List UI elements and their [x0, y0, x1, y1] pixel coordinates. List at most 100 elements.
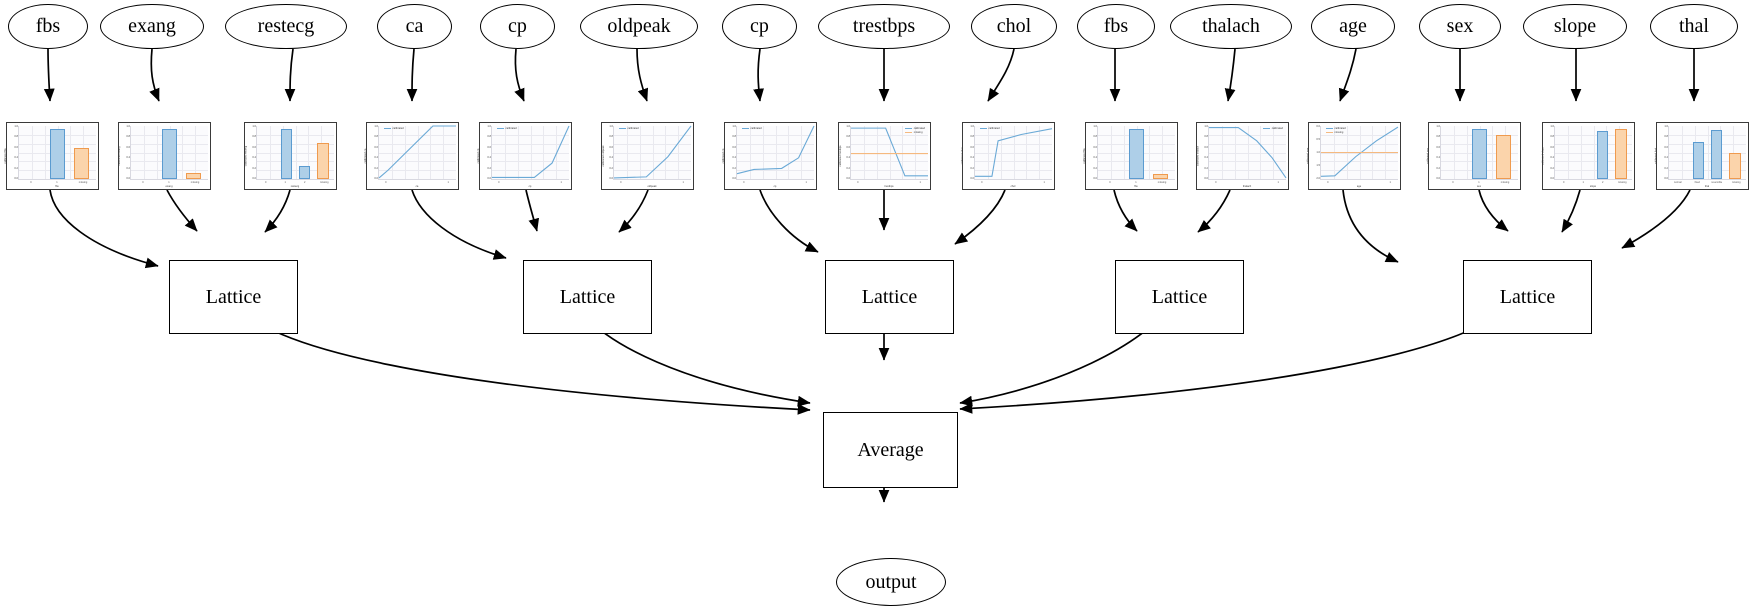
lattice-node-0[interactable]: Lattice	[169, 260, 298, 334]
input-node-thal[interactable]: thal	[1650, 4, 1738, 49]
legend-entry: calibrated	[905, 127, 925, 130]
input-node-fbs[interactable]: fbs	[8, 4, 88, 49]
input-node-cp-1[interactable]: cp	[480, 4, 555, 49]
chart-legend: calibrated	[619, 127, 639, 130]
lattice-node-4[interactable]: Lattice	[1463, 260, 1592, 334]
input-node-slope[interactable]: slope	[1523, 4, 1627, 49]
bar-series	[1100, 126, 1173, 179]
edges-calibrator-to-lattice	[49, 189, 1691, 269]
gridline-vertical	[404, 126, 406, 179]
gridline-vertical	[156, 126, 158, 179]
legend-entry: calibrated	[619, 127, 639, 130]
gridline-vertical	[876, 126, 878, 179]
y-axis-label: calibrated chol	[960, 147, 964, 165]
legend-label: calibrated	[1334, 127, 1346, 130]
gridline-vertical	[1681, 126, 1683, 179]
legend-entry: calibrated	[1263, 127, 1283, 130]
plot-area	[378, 126, 456, 180]
legend-label: calibrated	[913, 127, 925, 130]
input-node-trestbps[interactable]: trestbps	[818, 4, 950, 49]
lattice-node-2[interactable]: Lattice	[825, 260, 954, 334]
lattice-label: Lattice	[861, 285, 918, 308]
input-node-thalach[interactable]: thalach	[1170, 4, 1292, 49]
y-axis-label: calibrated ca	[363, 148, 367, 164]
plot-area	[130, 126, 208, 180]
average-node[interactable]: Average	[823, 412, 958, 488]
lattice-label: Lattice	[205, 285, 262, 308]
lattice-node-3[interactable]: Lattice	[1115, 260, 1244, 334]
gridline-vertical	[749, 126, 751, 179]
x-axis-label: cp	[528, 184, 532, 188]
bar-slot	[1726, 126, 1744, 179]
bar-series	[133, 126, 206, 179]
bar-series	[1557, 126, 1630, 179]
plot-area	[736, 126, 814, 180]
bar-slot	[1671, 126, 1689, 179]
gridline-vertical	[1492, 126, 1494, 179]
plot-area	[1320, 126, 1398, 180]
gridline-vertical	[863, 126, 865, 179]
plot-area	[1097, 126, 1175, 180]
gridline-vertical	[1580, 126, 1582, 179]
gridline-vertical	[889, 126, 891, 179]
bar-slot	[277, 126, 295, 179]
legend-swatch	[905, 132, 913, 133]
line-series	[851, 126, 928, 179]
gridline-vertical	[1013, 126, 1015, 179]
input-node-cp-2[interactable]: cp	[722, 4, 797, 49]
input-node-sex[interactable]: sex	[1419, 4, 1501, 49]
input-node-ca[interactable]: ca	[377, 4, 452, 49]
legend-label: calibrated	[627, 127, 639, 130]
input-node-label: exang	[128, 15, 176, 37]
lattice-label: Lattice	[1499, 285, 1556, 308]
bar	[161, 129, 178, 179]
line-path	[379, 126, 456, 178]
input-node-exang[interactable]: exang	[100, 4, 204, 49]
line-series	[1321, 126, 1398, 179]
plot-area	[1440, 126, 1518, 180]
legend-swatch	[905, 128, 913, 129]
input-node-oldpeak[interactable]: oldpeak	[580, 4, 698, 49]
gridline-vertical	[443, 126, 445, 179]
x-axis-label: sex	[1476, 184, 1482, 188]
y-axis-label: calibrated exang	[118, 146, 122, 166]
input-node-chol[interactable]: chol	[971, 4, 1057, 49]
input-node-label: slope	[1553, 15, 1597, 37]
input-node-restecg[interactable]: restecg	[225, 4, 347, 49]
plot-area	[850, 126, 928, 180]
plot-area	[1208, 126, 1286, 180]
lattice-node-1[interactable]: Lattice	[523, 260, 652, 334]
chart-legend: calibrated	[384, 127, 404, 130]
input-node-age[interactable]: age	[1311, 4, 1395, 49]
bar-slot	[1100, 126, 1124, 179]
gridline-vertical	[430, 126, 432, 179]
gridline-vertical	[44, 126, 46, 179]
output-node[interactable]: output	[836, 558, 946, 606]
x-axis-label: thalach	[1242, 184, 1252, 188]
legend-label: calibrated	[750, 127, 762, 130]
input-node-fbs-2[interactable]: fbs	[1077, 4, 1155, 49]
